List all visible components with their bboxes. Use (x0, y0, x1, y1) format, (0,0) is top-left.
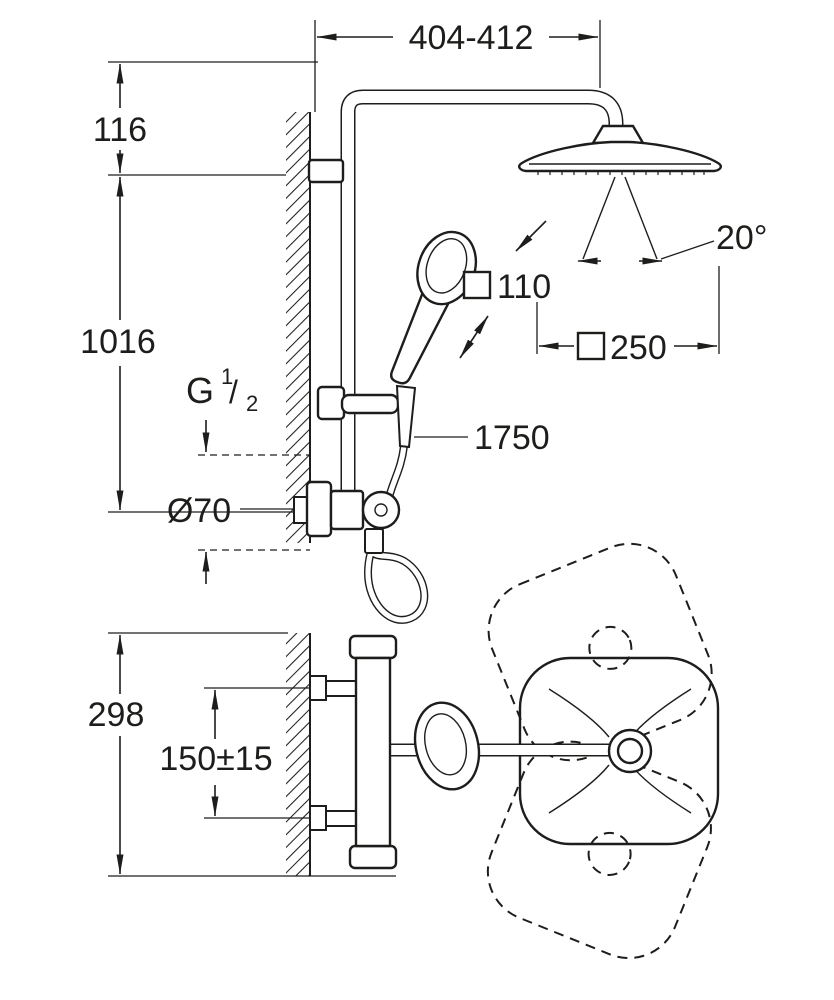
joint-inner (616, 737, 644, 765)
valve-handle-hub (374, 503, 388, 517)
plan-view: 298 150±15 (88, 542, 720, 960)
crease-line (548, 764, 610, 814)
dimension-spray-angle: 20° (660, 219, 767, 260)
dimension-offset-top: 116 (93, 61, 318, 176)
wall-bracket (307, 158, 345, 184)
hose-connector (395, 384, 417, 449)
dim-escutcheon-label: Ø70 (167, 492, 231, 530)
square-symbol-icon (462, 270, 492, 300)
wall-section-plan (286, 633, 311, 876)
valve-end-cap (348, 844, 398, 870)
holder-arm (340, 393, 400, 415)
hand-shower-plan (413, 701, 481, 791)
head-body (518, 140, 722, 173)
swivel-joint (588, 625, 633, 670)
head-ball-joint-plan (607, 728, 653, 774)
supply-fitting (309, 805, 327, 831)
valve-body (329, 489, 365, 531)
dim-angle-label: 20° (716, 219, 767, 257)
supply-pipe (325, 680, 358, 697)
crease-line (548, 688, 610, 738)
valve-body-plan (354, 656, 392, 848)
dim-height-label: 1016 (80, 323, 156, 361)
hand-shower-plan-body (413, 701, 481, 791)
dimension-head-face: 250 (536, 266, 720, 367)
thermostat-valve-plan (309, 634, 398, 870)
dim-offset-label: 116 (93, 111, 147, 149)
swivel-joint (587, 831, 632, 876)
spray-cone-line (624, 176, 658, 260)
dim-body-width-label: 298 (88, 696, 145, 734)
valve-end-cap (348, 634, 398, 660)
spray-nozzles (537, 171, 705, 175)
wall-hatch (286, 633, 310, 876)
valve-outlet (364, 528, 384, 554)
dimension-reach: 404-412 (314, 19, 601, 112)
dim-head-face-label: 250 (610, 329, 667, 367)
thermostat-valve-side (293, 480, 401, 554)
wall-hatch (286, 112, 310, 543)
leader-line (660, 240, 715, 260)
dimension-hose-length: 1750 (414, 419, 550, 457)
shower-pipe (340, 89, 624, 494)
pipe-core (342, 91, 622, 494)
head-ball-joint (591, 124, 645, 145)
dim-inlet-spacing-label: 150±15 (159, 740, 272, 778)
hand-shower-holder (316, 385, 400, 421)
swivel-position-up (487, 542, 713, 762)
thread-slash: / (229, 374, 238, 410)
square-symbol-icon (576, 331, 606, 361)
dim-hose-label: 1750 (474, 419, 550, 457)
dim-hand-face-label: 110 (497, 268, 551, 306)
head-shower (515, 124, 722, 265)
valve-handle (361, 490, 401, 530)
swivel-range (486, 542, 713, 960)
side-view: 404-412 116 1016 G 1 / 2 Ø (80, 19, 767, 624)
wall-section-side (286, 112, 311, 543)
holder-glide (316, 385, 346, 421)
thread-letter: G (186, 370, 214, 411)
supply-pipe (325, 810, 358, 827)
dimension-inlet-spacing: 150±15 (159, 687, 312, 819)
valve-escutcheon (305, 480, 333, 538)
swivel-position-down (486, 740, 712, 960)
supply-fitting (309, 675, 327, 701)
dimension-escutcheon: G 1 / 2 Ø70 (167, 364, 310, 584)
thread-numerator: 1 (221, 364, 233, 389)
hand-shower-plan-face (424, 713, 468, 776)
dim-reach-label: 404-412 (409, 19, 534, 57)
thread-denominator: 2 (246, 391, 258, 416)
hand-shower-handle (389, 290, 451, 385)
dim-line (459, 315, 489, 359)
tilt-arrow (515, 220, 547, 252)
dimension-body-width: 298 (88, 632, 396, 877)
spray-cone-line (582, 176, 616, 260)
dimension-rail-height: 1016 (80, 176, 312, 513)
hand-shower (389, 230, 478, 385)
dimension-hand-shower-face: 110 (459, 268, 551, 359)
